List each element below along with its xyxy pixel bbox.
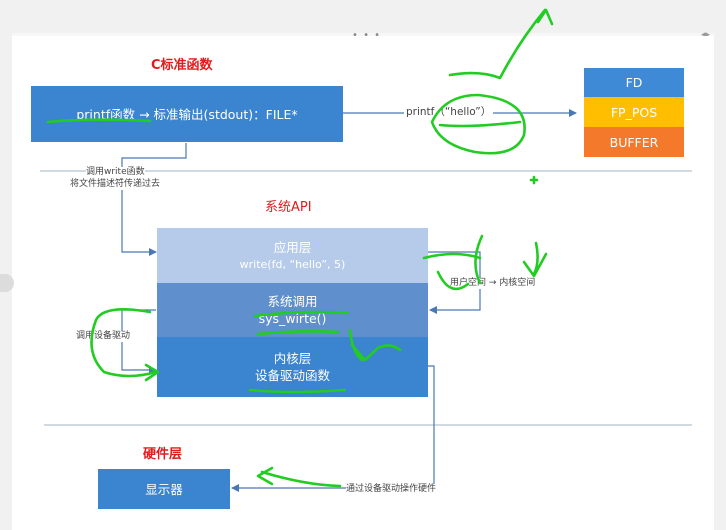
underline-app-right	[422, 252, 482, 260]
stroke-app-right	[474, 234, 484, 285]
printf-box-label: printf函数 → 标准输出(stdout)：FILE*	[76, 106, 298, 122]
arrow-head-driver	[144, 363, 160, 382]
buffer-label: BUFFER	[609, 134, 659, 150]
curve-user-space	[436, 270, 470, 291]
syscall-title: 系统调用	[267, 294, 318, 309]
arrow-stroke-up	[448, 8, 547, 80]
underline-hello	[438, 120, 522, 128]
side-scroll-handle[interactable]	[0, 274, 14, 292]
label-call-write: 调用write函数	[86, 167, 145, 178]
label-user-kernel: 用户空间 → 内核空间	[450, 278, 536, 289]
header-hardware: 硬件层	[143, 447, 183, 462]
label-via-driver: 通过设备驱动操作硬件	[346, 484, 437, 495]
kernel-sub: 设备驱动函数	[254, 368, 330, 383]
check-kernel	[348, 328, 402, 362]
arrow-printf-to-app	[121, 143, 187, 256]
underline-kernel-sub	[248, 388, 347, 394]
app-layer-call: write(fd, “hello”, 5)	[239, 257, 346, 271]
fd-label: FD	[625, 75, 643, 90]
label-pass-fd: 将文件描述符传递过去	[70, 179, 161, 190]
header-system-api: 系统API	[265, 200, 312, 215]
display-label: 显示器	[145, 481, 183, 497]
header-c-standard: C标准函数	[151, 58, 213, 73]
kernel-title: 内核层	[273, 351, 312, 366]
plus-mark	[529, 175, 539, 185]
curve-driver-call	[90, 308, 158, 378]
resize-arrows-icon[interactable]: ◂▸	[700, 30, 710, 40]
label-call-driver: 调用设备驱动	[76, 331, 131, 342]
circle-hello	[430, 93, 526, 155]
fd-cell: FD	[584, 68, 684, 97]
syscall-box: 系统调用 sys_wirte()	[157, 283, 428, 337]
printf-box: printf函数 → 标准输出(stdout)：FILE*	[31, 86, 343, 142]
check-kernel-space	[522, 241, 548, 278]
arrow-head-display	[256, 466, 274, 486]
app-layer-box: 应用层 write(fd, “hello”, 5)	[157, 228, 428, 283]
arrow-head-up	[536, 8, 554, 26]
display-box: 显示器	[98, 469, 230, 509]
label-printf-hello: printf（“hello”）	[404, 106, 494, 118]
fp-pos-label: FP_POS	[610, 104, 658, 120]
underline-syscall-name	[256, 330, 340, 336]
curve-display	[260, 470, 342, 488]
app-layer-title: 应用层	[273, 239, 312, 255]
buffer-cell: BUFFER	[584, 127, 684, 157]
underline-syscall-title	[253, 310, 350, 318]
fp-pos-cell: FP_POS	[584, 97, 684, 127]
underline-printf	[46, 118, 152, 124]
drag-handle-icon[interactable]: • • •	[352, 30, 381, 41]
arrow-kernel-to-display	[231, 365, 435, 492]
